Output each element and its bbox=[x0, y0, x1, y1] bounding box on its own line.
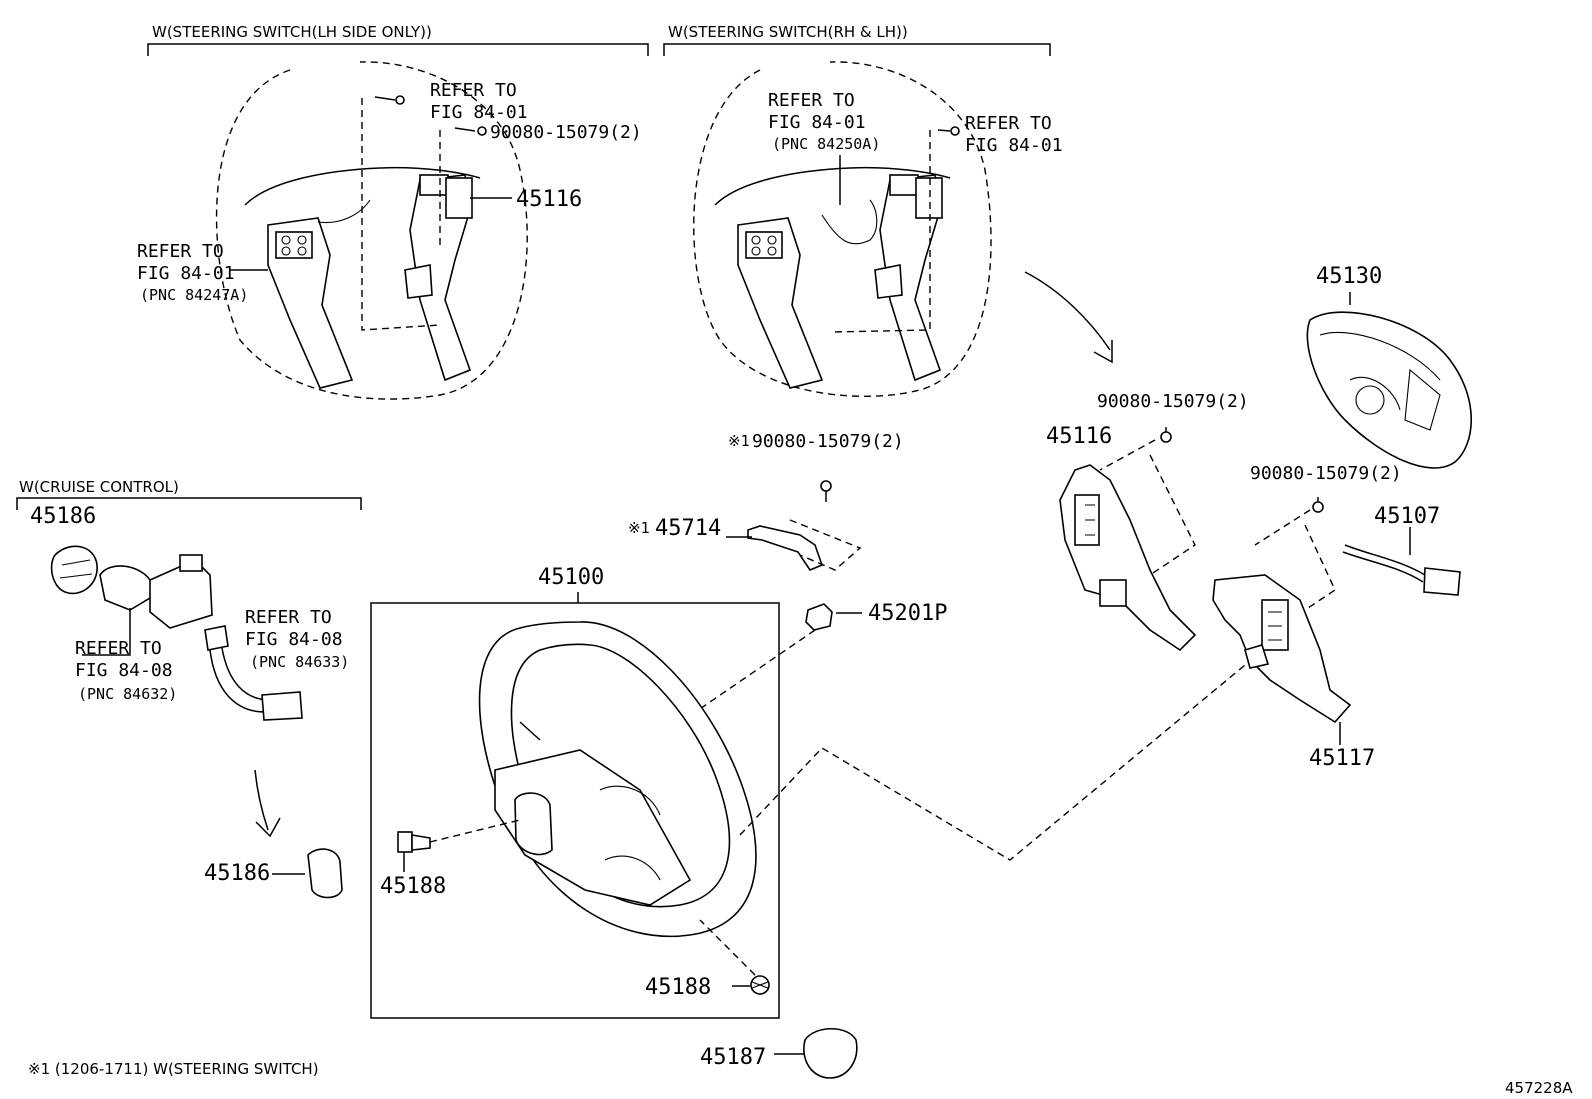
part-45116-right-label: 45116 bbox=[1046, 424, 1112, 449]
bolt-mid-mark: ※1 bbox=[728, 432, 750, 450]
ref-rh-mid-line2: FIG 84-01 bbox=[768, 112, 866, 133]
wheel-rh-lh-illustration bbox=[693, 61, 992, 397]
part-45186-top-label: 45186 bbox=[30, 504, 96, 529]
part-45188-bottom-label: 45188 bbox=[645, 975, 711, 1000]
part-45201p-illustration bbox=[639, 603, 862, 751]
arrow-to-exploded-view bbox=[1024, 271, 1113, 364]
section-bracket-lh-only bbox=[147, 43, 649, 56]
ref-cc-right-line2: FIG 84-08 bbox=[245, 629, 343, 650]
part-45130-illustration bbox=[1306, 292, 1473, 469]
section-bracket-cruise bbox=[16, 497, 362, 510]
part-45714-mark: ※1 bbox=[628, 519, 650, 537]
main-steering-wheel-illustration bbox=[478, 621, 757, 938]
part-45107-illustration bbox=[1342, 527, 1461, 596]
part-45188-left-illustration bbox=[397, 819, 521, 872]
diagram-id: 457228A bbox=[1505, 1079, 1573, 1097]
part-45714-illustration bbox=[726, 480, 862, 571]
bolt-mid-label: 90080-15079(2) bbox=[752, 431, 904, 452]
ref-cc-left-line2: FIG 84-08 bbox=[75, 660, 173, 681]
part-45714-label: 45714 bbox=[655, 516, 721, 541]
ref-cc-left-line1: REFER TO bbox=[75, 638, 162, 659]
part-45187-illustration bbox=[774, 1028, 858, 1079]
ref-cc-left-line3: (PNC 84632) bbox=[78, 685, 177, 703]
part-45186-bottom-label: 45186 bbox=[204, 861, 270, 886]
part-45117-illustration bbox=[1212, 497, 1352, 745]
ref-rh-mid-line1: REFER TO bbox=[768, 90, 855, 111]
cruise-control-switch-illustration bbox=[50, 545, 303, 721]
ref-lh-top-line1: REFER TO bbox=[430, 80, 517, 101]
cruise-down-arrow bbox=[254, 769, 281, 838]
part-45201p-label: 45201P bbox=[868, 601, 947, 626]
part-45186-lower-illustration bbox=[272, 848, 343, 899]
ref-rh-right-line2: FIG 84-01 bbox=[965, 135, 1063, 156]
part-45188-left-label: 45188 bbox=[380, 874, 446, 899]
ref-rh-mid-line3: (PNC 84250A) bbox=[772, 135, 880, 153]
part-45100-label: 45100 bbox=[538, 565, 604, 590]
ref-lh-left-line1: REFER TO bbox=[137, 241, 224, 262]
bolt-right-2-label: 90080-15079(2) bbox=[1250, 463, 1402, 484]
ref-cc-right-line3: (PNC 84633) bbox=[250, 653, 349, 671]
wheel-lh-only-illustration bbox=[215, 61, 528, 400]
part-45130-label: 45130 bbox=[1316, 264, 1382, 289]
part-45107-label: 45107 bbox=[1374, 504, 1440, 529]
leader-dash-to-switch bbox=[739, 664, 1246, 861]
part-45116-top-label: 45116 bbox=[516, 187, 582, 212]
section-label-lh-only: W(STEERING SWITCH(LH SIDE ONLY)) bbox=[152, 23, 432, 41]
section-label-rh-lh: W(STEERING SWITCH(RH & LH)) bbox=[668, 23, 908, 41]
part-45116-right-illustration bbox=[1059, 427, 1197, 652]
ref-lh-top-line2: FIG 84-01 bbox=[430, 102, 528, 123]
bolt-top-label: 90080-15079(2) bbox=[490, 122, 642, 143]
part-45188-bottom-illustration bbox=[699, 919, 770, 995]
part-45117-label: 45117 bbox=[1309, 746, 1375, 771]
ref-cc-right-line1: REFER TO bbox=[245, 607, 332, 628]
section-label-cruise: W(CRUISE CONTROL) bbox=[19, 478, 179, 496]
footnote: ※1 (1206-1711) W(STEERING SWITCH) bbox=[28, 1060, 319, 1078]
ref-lh-left-line3: (PNC 84247A) bbox=[140, 286, 248, 304]
ref-lh-left-line2: FIG 84-01 bbox=[137, 263, 235, 284]
part-45187-label: 45187 bbox=[700, 1045, 766, 1070]
main-wheel-box bbox=[370, 592, 780, 1019]
section-bracket-rh-lh bbox=[663, 43, 1051, 56]
ref-rh-right-line1: REFER TO bbox=[965, 113, 1052, 134]
bolt-right-1-label: 90080-15079(2) bbox=[1097, 391, 1249, 412]
